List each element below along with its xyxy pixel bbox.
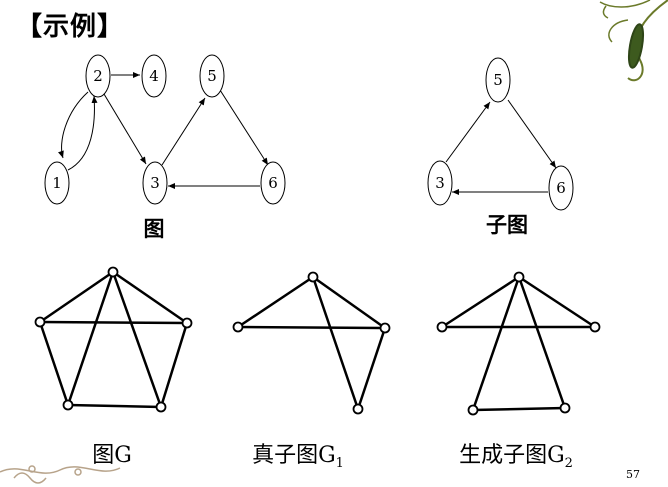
edge-3-5 [445, 101, 491, 163]
vertex [34, 316, 46, 328]
vertex [513, 271, 525, 283]
node-label: 6 [268, 174, 278, 192]
graph-g2 [440, 275, 597, 412]
node-3 [142, 161, 168, 205]
vertex [181, 317, 193, 329]
vertex [107, 266, 119, 278]
subgraph-directed [427, 57, 574, 211]
edge-2-1 [58, 91, 89, 159]
node-5 [485, 57, 511, 103]
node-label: 2 [93, 67, 103, 85]
node-2 [85, 54, 111, 98]
node-4 [141, 54, 167, 98]
vertex [379, 322, 391, 334]
edge-3-5 [161, 97, 206, 166]
caption-graph-g2: 生成子图G2 [459, 443, 573, 471]
caption-main: 真子图G [252, 443, 336, 468]
node-6 [548, 165, 574, 211]
edge-5-6 [507, 99, 557, 169]
caption-graph-g1: 真子图G1 [252, 443, 344, 471]
directed-graph [44, 54, 286, 205]
node-label: 1 [52, 174, 62, 192]
slide-title: 【示例】 [16, 12, 125, 42]
vertex [436, 321, 448, 333]
vertex [62, 399, 74, 411]
node-label: 3 [435, 174, 445, 192]
vertex [307, 271, 319, 283]
caption-subgraph: 子图 [486, 213, 528, 237]
vertex [589, 321, 601, 333]
vertex [467, 404, 479, 416]
vine-ornament-icon [599, 0, 668, 82]
caption-subscript: 1 [336, 456, 344, 471]
node-label: 5 [493, 71, 503, 89]
node-label: 3 [150, 174, 160, 192]
node-5 [199, 54, 225, 98]
node-label: 4 [149, 67, 159, 85]
caption-graph: 图 [144, 217, 165, 241]
edge-5-6 [219, 89, 269, 166]
swirl-ornament-icon [0, 465, 121, 484]
vertex [352, 403, 364, 415]
graph-g [38, 270, 189, 409]
node-1 [44, 161, 70, 205]
caption-subscript: 2 [565, 456, 573, 471]
node-3 [427, 160, 453, 206]
node-label: 6 [556, 179, 566, 197]
vertex [155, 401, 167, 413]
page-number: 57 [626, 468, 640, 481]
vertex [559, 402, 571, 414]
caption-graph-g: 图G [92, 443, 132, 468]
graph-g1 [236, 275, 387, 411]
edge-1-2 [67, 95, 98, 171]
vertex [232, 321, 244, 333]
edge-2-3 [103, 93, 147, 165]
caption-main: 生成子图G [459, 443, 565, 468]
node-6 [260, 161, 286, 205]
node-label: 5 [207, 67, 217, 85]
